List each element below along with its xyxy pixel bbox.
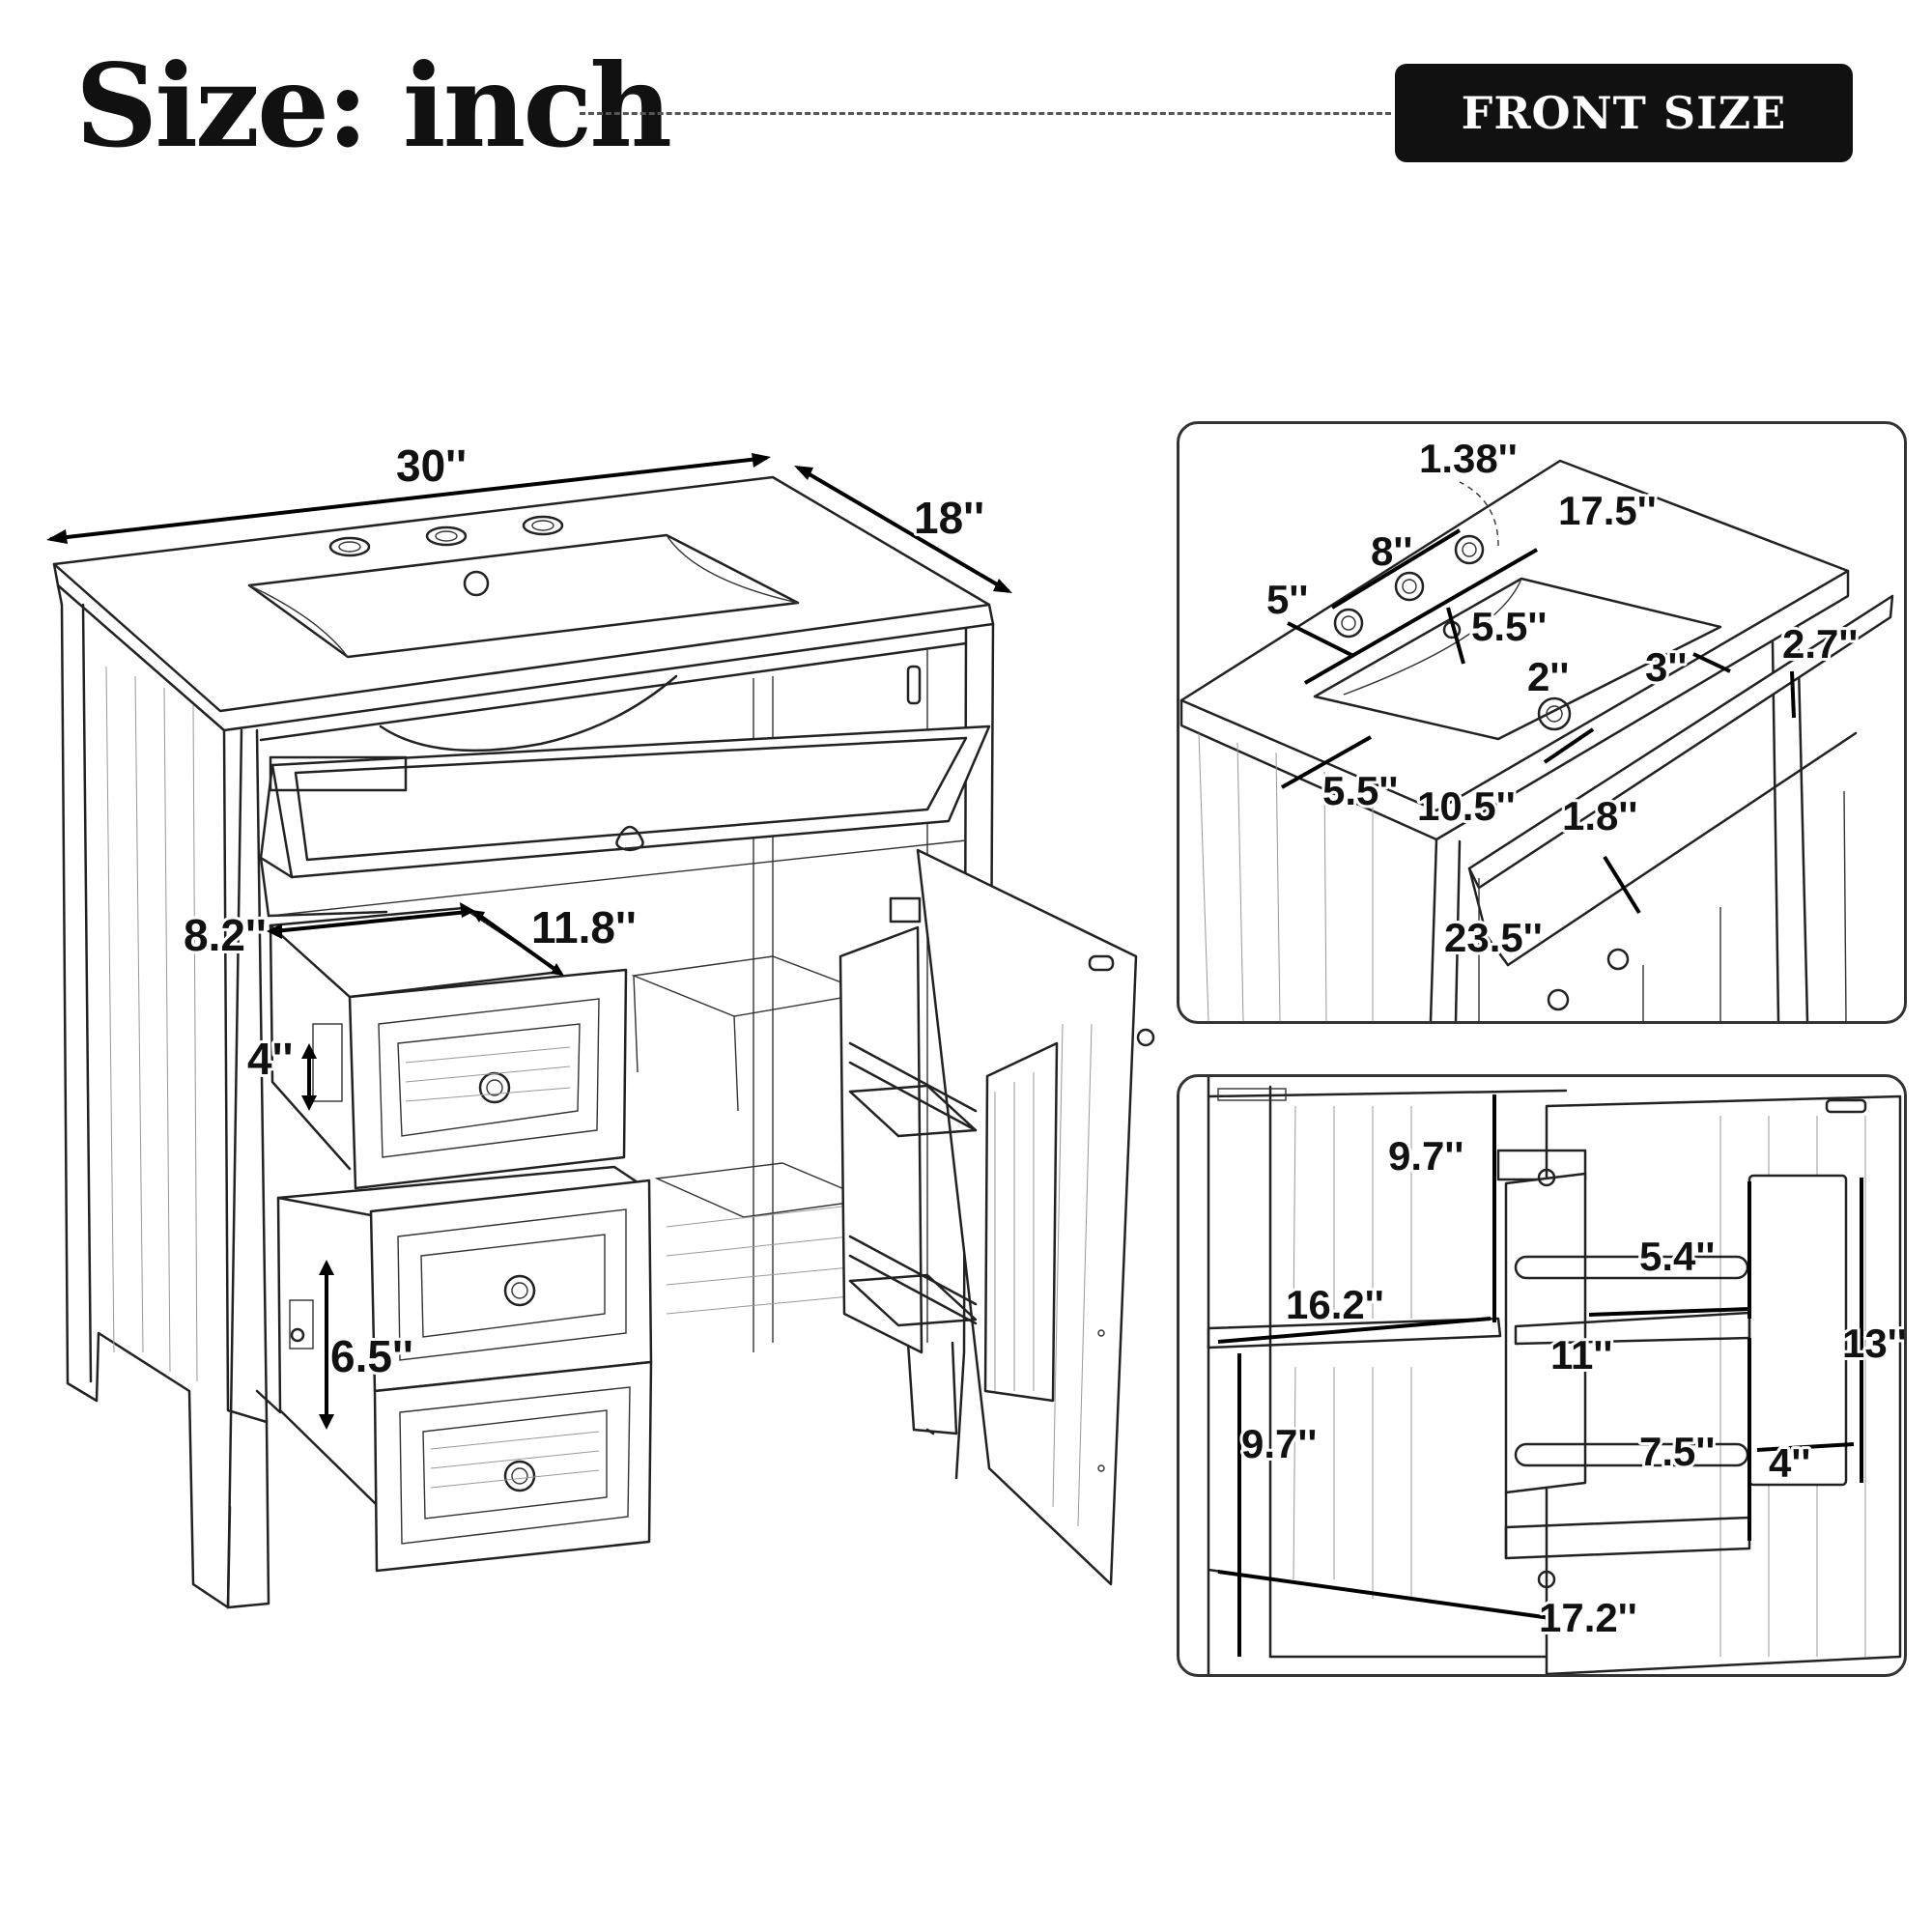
depth-dimension [794,466,1012,593]
upper-height-label: 9.7'' [1388,1133,1463,1179]
vanity-main-diagram: 30'' 18'' 8.2'' 11.8'' 4'' 6.5'' [46,438,1155,1609]
depth-label: 18'' [914,493,984,543]
rack-height-label: 13'' [1842,1321,1904,1366]
front-size-badge: FRONT SIZE [1395,64,1853,162]
drawer-depth-label: 11.8'' [531,902,637,952]
interior-detail-diagram: 9.7'' 5.4'' 16.2'' 11'' 13'' 9.7'' 7.5''… [1207,1077,1904,1674]
top-drawer [269,906,628,1190]
inner-shelves [631,955,872,1315]
edge-to-hole-label: 5'' [1266,577,1308,622]
tray-length-label: 23.5'' [1444,915,1543,960]
interior-detail-panel: 9.7'' 5.4'' 16.2'' 11'' 13'' 9.7'' 7.5''… [1177,1074,1907,1677]
tilt-out-tray [259,724,991,918]
title-divider [580,112,1391,115]
width-label: 30'' [396,440,467,491]
lower-height-label: 9.7'' [1241,1421,1317,1466]
page-title: Size: inch [75,39,672,173]
drawer-width-label: 8.2'' [184,910,267,960]
lower-drawer [276,1165,653,1573]
floor-depth-label: 17.2'' [1539,1595,1637,1640]
countertop [52,475,995,753]
badge-label: FRONT SIZE [1461,87,1787,139]
rack-width-label: 11'' [1550,1332,1612,1378]
basin-to-edge-label: 3'' [1645,644,1687,690]
drain-offset-label: 2'' [1527,654,1569,699]
countertop-detail-panel: 1.38'' 8'' 5'' 17.5'' 5.5'' 2'' 3'' 2.7'… [1177,421,1907,1024]
shelf-depth-label: 16.2'' [1286,1282,1384,1327]
width-dimension [46,453,771,544]
drawer-height-large-label: 6.5'' [330,1331,413,1381]
basin-depth-label: 5.5'' [1471,604,1547,649]
faucet-spacing-label: 8'' [1371,528,1412,574]
open-door [838,848,1155,1586]
hole-diameter-label: 1.38'' [1419,436,1518,481]
rack-depth-label: 4'' [1769,1440,1810,1486]
tray-height-label: 2.7'' [1782,621,1858,667]
drawer-dimensions [267,902,564,1430]
basin-width-label: 10.5'' [1417,783,1516,829]
tray-depth-label: 1.8'' [1562,793,1637,838]
rack-gap-lower-label: 7.5'' [1639,1429,1715,1474]
rack-gap-upper-label: 5.4'' [1639,1234,1715,1279]
countertop-detail-diagram: 1.38'' 8'' 5'' 17.5'' 5.5'' 2'' 3'' 2.7'… [1179,433,1894,1021]
drawer-height-small-label: 4'' [247,1034,293,1084]
front-margin-label: 5.5'' [1322,768,1398,813]
basin-length-label: 17.5'' [1558,488,1657,533]
